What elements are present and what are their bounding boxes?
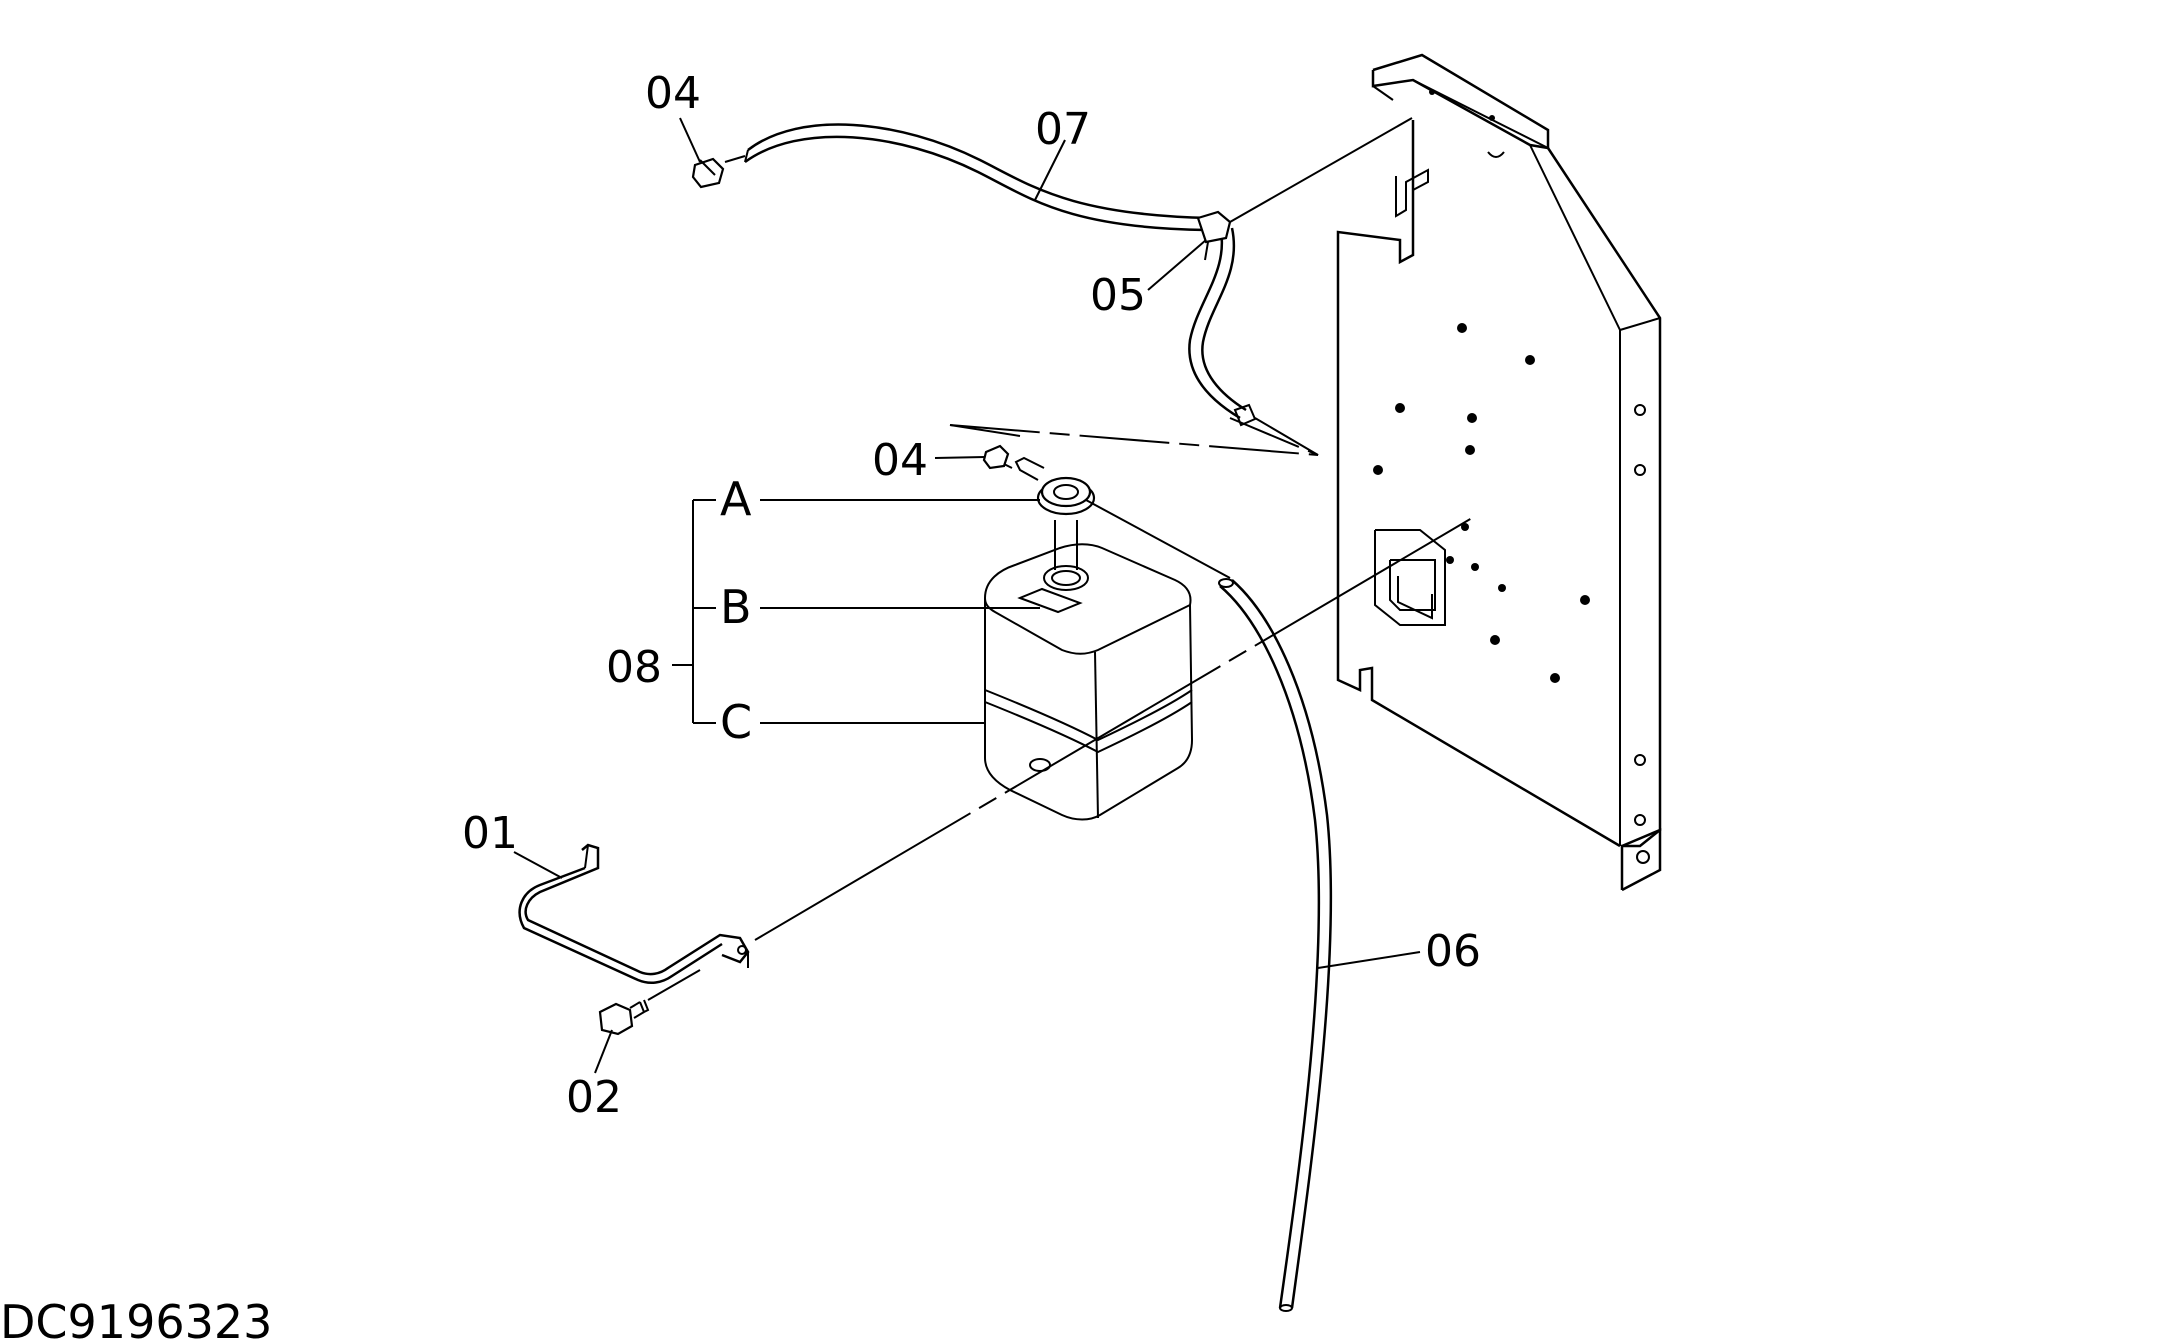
label-part-04-upper: 04 [645, 68, 701, 119]
leader-lines [513, 117, 1421, 1074]
hose-07 [724, 123, 1319, 456]
label-part-06: 06 [1425, 926, 1481, 977]
reserve-tank-08 [983, 520, 1194, 821]
label-part-07: 07 [1035, 104, 1091, 155]
dashed-leader [949, 417, 1319, 456]
hose-clip-04-lower [982, 444, 1010, 470]
label-part-02: 02 [566, 1072, 622, 1123]
label-sub-part-C: C [720, 695, 752, 749]
hose-clamp-05 [1196, 117, 1413, 261]
bolt-02 [598, 969, 701, 1036]
label-part-08: 08 [606, 642, 662, 693]
mounting-bracket-panel [1336, 53, 1662, 892]
label-part-04-lower: 04 [872, 435, 928, 486]
tank-cap-A [999, 456, 1231, 579]
label-part-05: 05 [1090, 270, 1146, 321]
drawing-code: DC9196323 [0, 1295, 272, 1344]
label-part-01: 01 [462, 808, 518, 859]
label-sub-part-B: B [720, 580, 752, 634]
overflow-hose-06 [1218, 578, 1333, 1312]
label-sub-part-A: A [720, 472, 752, 526]
tank-strap-01 [518, 517, 1473, 985]
hose-clip-04-upper [691, 157, 725, 189]
